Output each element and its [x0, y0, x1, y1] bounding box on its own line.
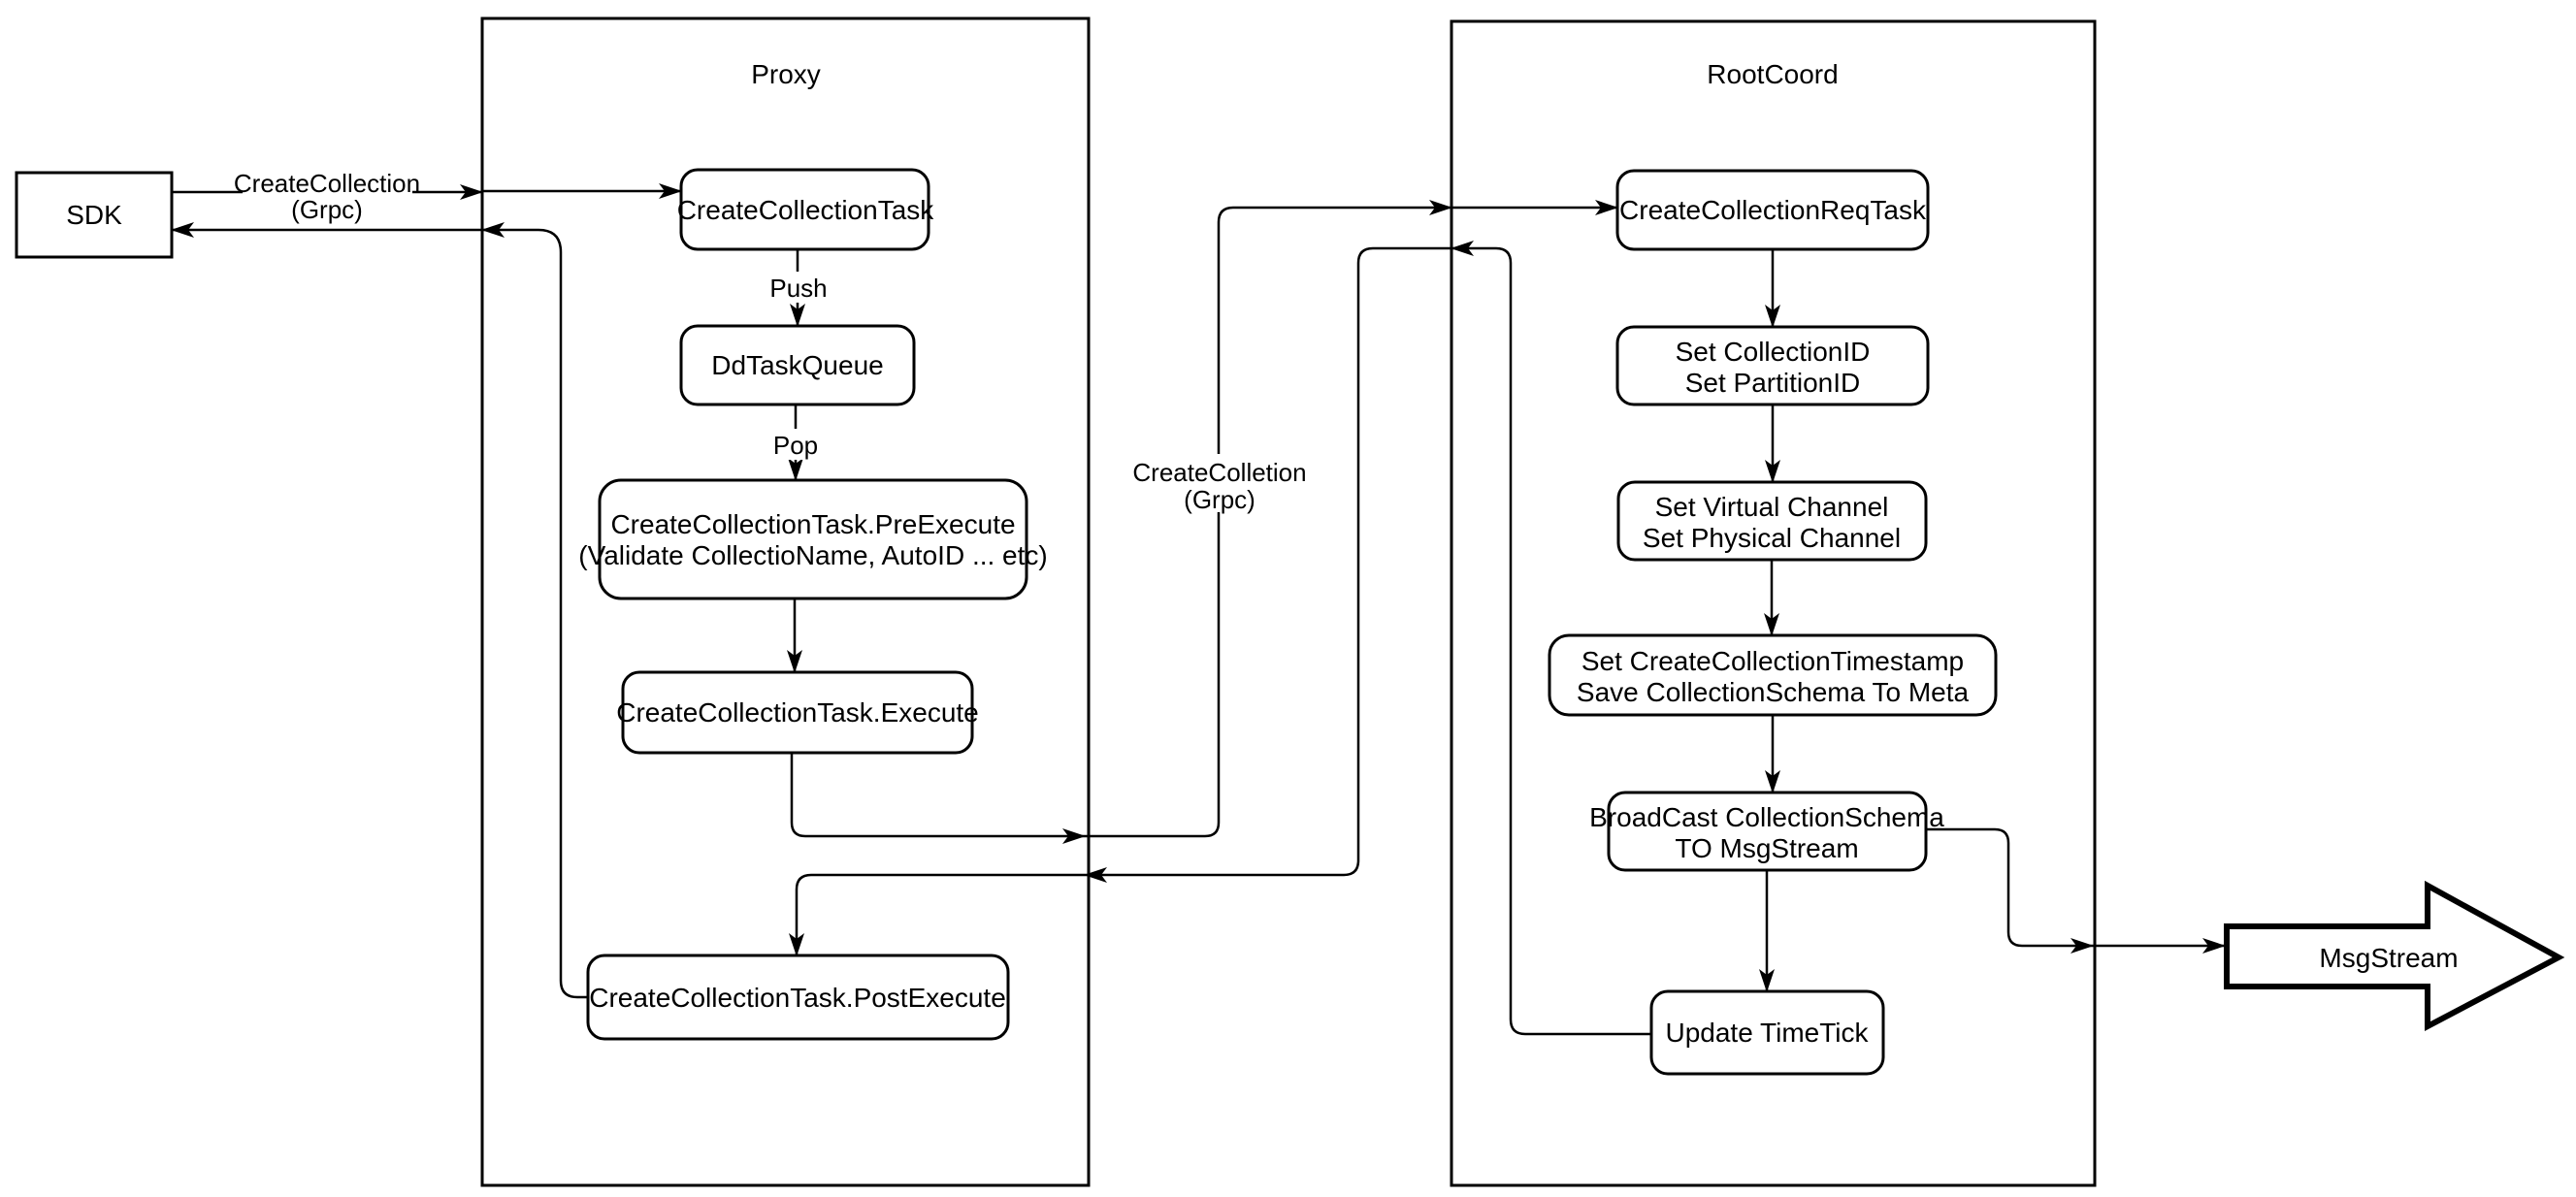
- node-preexecute: CreateCollectionTask.PreExecute (Validat…: [578, 478, 1048, 600]
- edge-label-bg: [767, 272, 828, 303]
- node-sdk: SDK: [15, 171, 174, 259]
- node-createcollectiontask-label: CreateCollectionTask: [677, 195, 935, 225]
- edge-label-push: Push: [767, 272, 828, 303]
- edge-label-createcollection-grpc: CreateCollection (Grpc): [234, 167, 420, 224]
- node-preexecute-label-line1: CreateCollectionTask.PreExecute: [610, 509, 1015, 539]
- edge-label-line2: (Grpc): [291, 195, 363, 224]
- node-update-timetick: Update TimeTick: [1649, 989, 1885, 1076]
- node-sdk-label: SDK: [66, 200, 122, 230]
- rootcoord-container-title: RootCoord: [1707, 59, 1838, 89]
- node-update-timetick-box: [1649, 989, 1885, 1076]
- node-execute-box: [621, 670, 974, 755]
- node-execute-label: CreateCollectionTask.Execute: [616, 697, 979, 728]
- node-broadcast-label-line2: TO MsgStream: [1675, 833, 1858, 863]
- node-postexecute-box: [586, 954, 1010, 1041]
- edge-postexecute-to-proxy-border: [481, 222, 588, 999]
- edge-rootcoord-to-proxy-return: [1084, 246, 1451, 883]
- node-set-timestamp-save-schema-box: [1548, 633, 1998, 717]
- node-broadcast-collectionschema: BroadCast CollectionSchema TO MsgStream: [1589, 791, 1944, 872]
- rootcoord-container: RootCoord: [1450, 19, 2097, 1187]
- node-set-physical-channel-label: Set Physical Channel: [1643, 523, 1901, 553]
- node-ddtaskqueue: DdTaskQueue: [679, 324, 916, 406]
- node-createcollectionreqtask-box: [1615, 169, 1930, 251]
- edge-label-line1: CreateCollection: [234, 169, 420, 198]
- node-set-createcollectiontimestamp-label: Set CreateCollectionTimestamp: [1581, 646, 1964, 676]
- node-sdk-box: [15, 171, 174, 259]
- node-createcollectiontask: CreateCollectionTask: [677, 168, 935, 251]
- node-ddtaskqueue-box: [679, 324, 916, 406]
- node-ddtaskqueue-label: DdTaskQueue: [711, 350, 883, 380]
- edge-broadcast-to-rootcoord-border: [1926, 827, 2094, 954]
- node-set-partitionid-label: Set PartitionID: [1685, 368, 1861, 398]
- edge-updatetimetick-to-rootcoord-border: [1451, 241, 1651, 1036]
- node-set-virtual-physical-channel-box: [1616, 480, 1928, 562]
- node-set-collectionid-label: Set CollectionID: [1676, 337, 1871, 367]
- node-createcollectiontask-box: [679, 168, 930, 251]
- rootcoord-container-border: [1450, 19, 2097, 1187]
- node-set-collectionid-partitionid-box: [1615, 325, 1930, 406]
- msgstream-arrow-shape: [2224, 880, 2565, 1031]
- node-broadcast-collectionschema-box: [1607, 791, 1928, 872]
- node-save-collectionschema-label: Save CollectionSchema To Meta: [1577, 677, 1970, 707]
- edge-proxy-to-rootcoord-grpc: [1085, 200, 1452, 838]
- edge-label-bg: [769, 429, 822, 460]
- node-set-timestamp-save-schema: Set CreateCollectionTimestamp Save Colle…: [1548, 633, 1998, 717]
- node-createcollectionreqtask-label: CreateCollectionReqTask: [1619, 195, 1927, 225]
- proxy-container-border: [480, 16, 1091, 1187]
- edge-label-pop: Pop: [769, 429, 822, 460]
- edge-execute-to-proxy-border: [790, 753, 1086, 844]
- node-update-timetick-label: Update TimeTick: [1665, 1018, 1869, 1048]
- node-postexecute-label: CreateCollectionTask.PostExecute: [589, 983, 1006, 1013]
- proxy-container: Proxy: [480, 16, 1091, 1187]
- edge-label-bg: [243, 167, 412, 223]
- node-createcollectionreqtask: CreateCollectionReqTask: [1615, 169, 1930, 251]
- node-set-virtual-physical-channel: Set Virtual Channel Set Physical Channel: [1616, 480, 1928, 562]
- edge-label-bg: [1143, 454, 1296, 512]
- node-preexecute-box: [598, 478, 1028, 600]
- edge-label-line1: CreateColletion: [1132, 458, 1306, 487]
- edge-label-push-text: Push: [769, 274, 827, 303]
- node-msgstream: MsgStream: [2224, 880, 2565, 1031]
- node-msgstream-label: MsgStream: [2319, 943, 2458, 973]
- node-set-collectionid-partitionid: Set CollectionID Set PartitionID: [1615, 325, 1930, 406]
- edge-label-pop-text: Pop: [773, 431, 818, 460]
- node-preexecute-label-line2: (Validate CollectioName, AutoID ... etc): [578, 540, 1047, 570]
- proxy-container-title: Proxy: [751, 59, 821, 89]
- edge-label-createcolletion-grpc: CreateColletion (Grpc): [1132, 454, 1307, 514]
- node-execute: CreateCollectionTask.Execute: [616, 670, 979, 755]
- node-set-virtual-channel-label: Set Virtual Channel: [1655, 492, 1889, 522]
- node-postexecute: CreateCollectionTask.PostExecute: [586, 954, 1010, 1041]
- edge-proxy-border-to-postexecute: [789, 873, 1085, 956]
- node-broadcast-label-line1: BroadCast CollectionSchema: [1589, 802, 1944, 832]
- edge-label-line2: (Grpc): [1184, 485, 1255, 514]
